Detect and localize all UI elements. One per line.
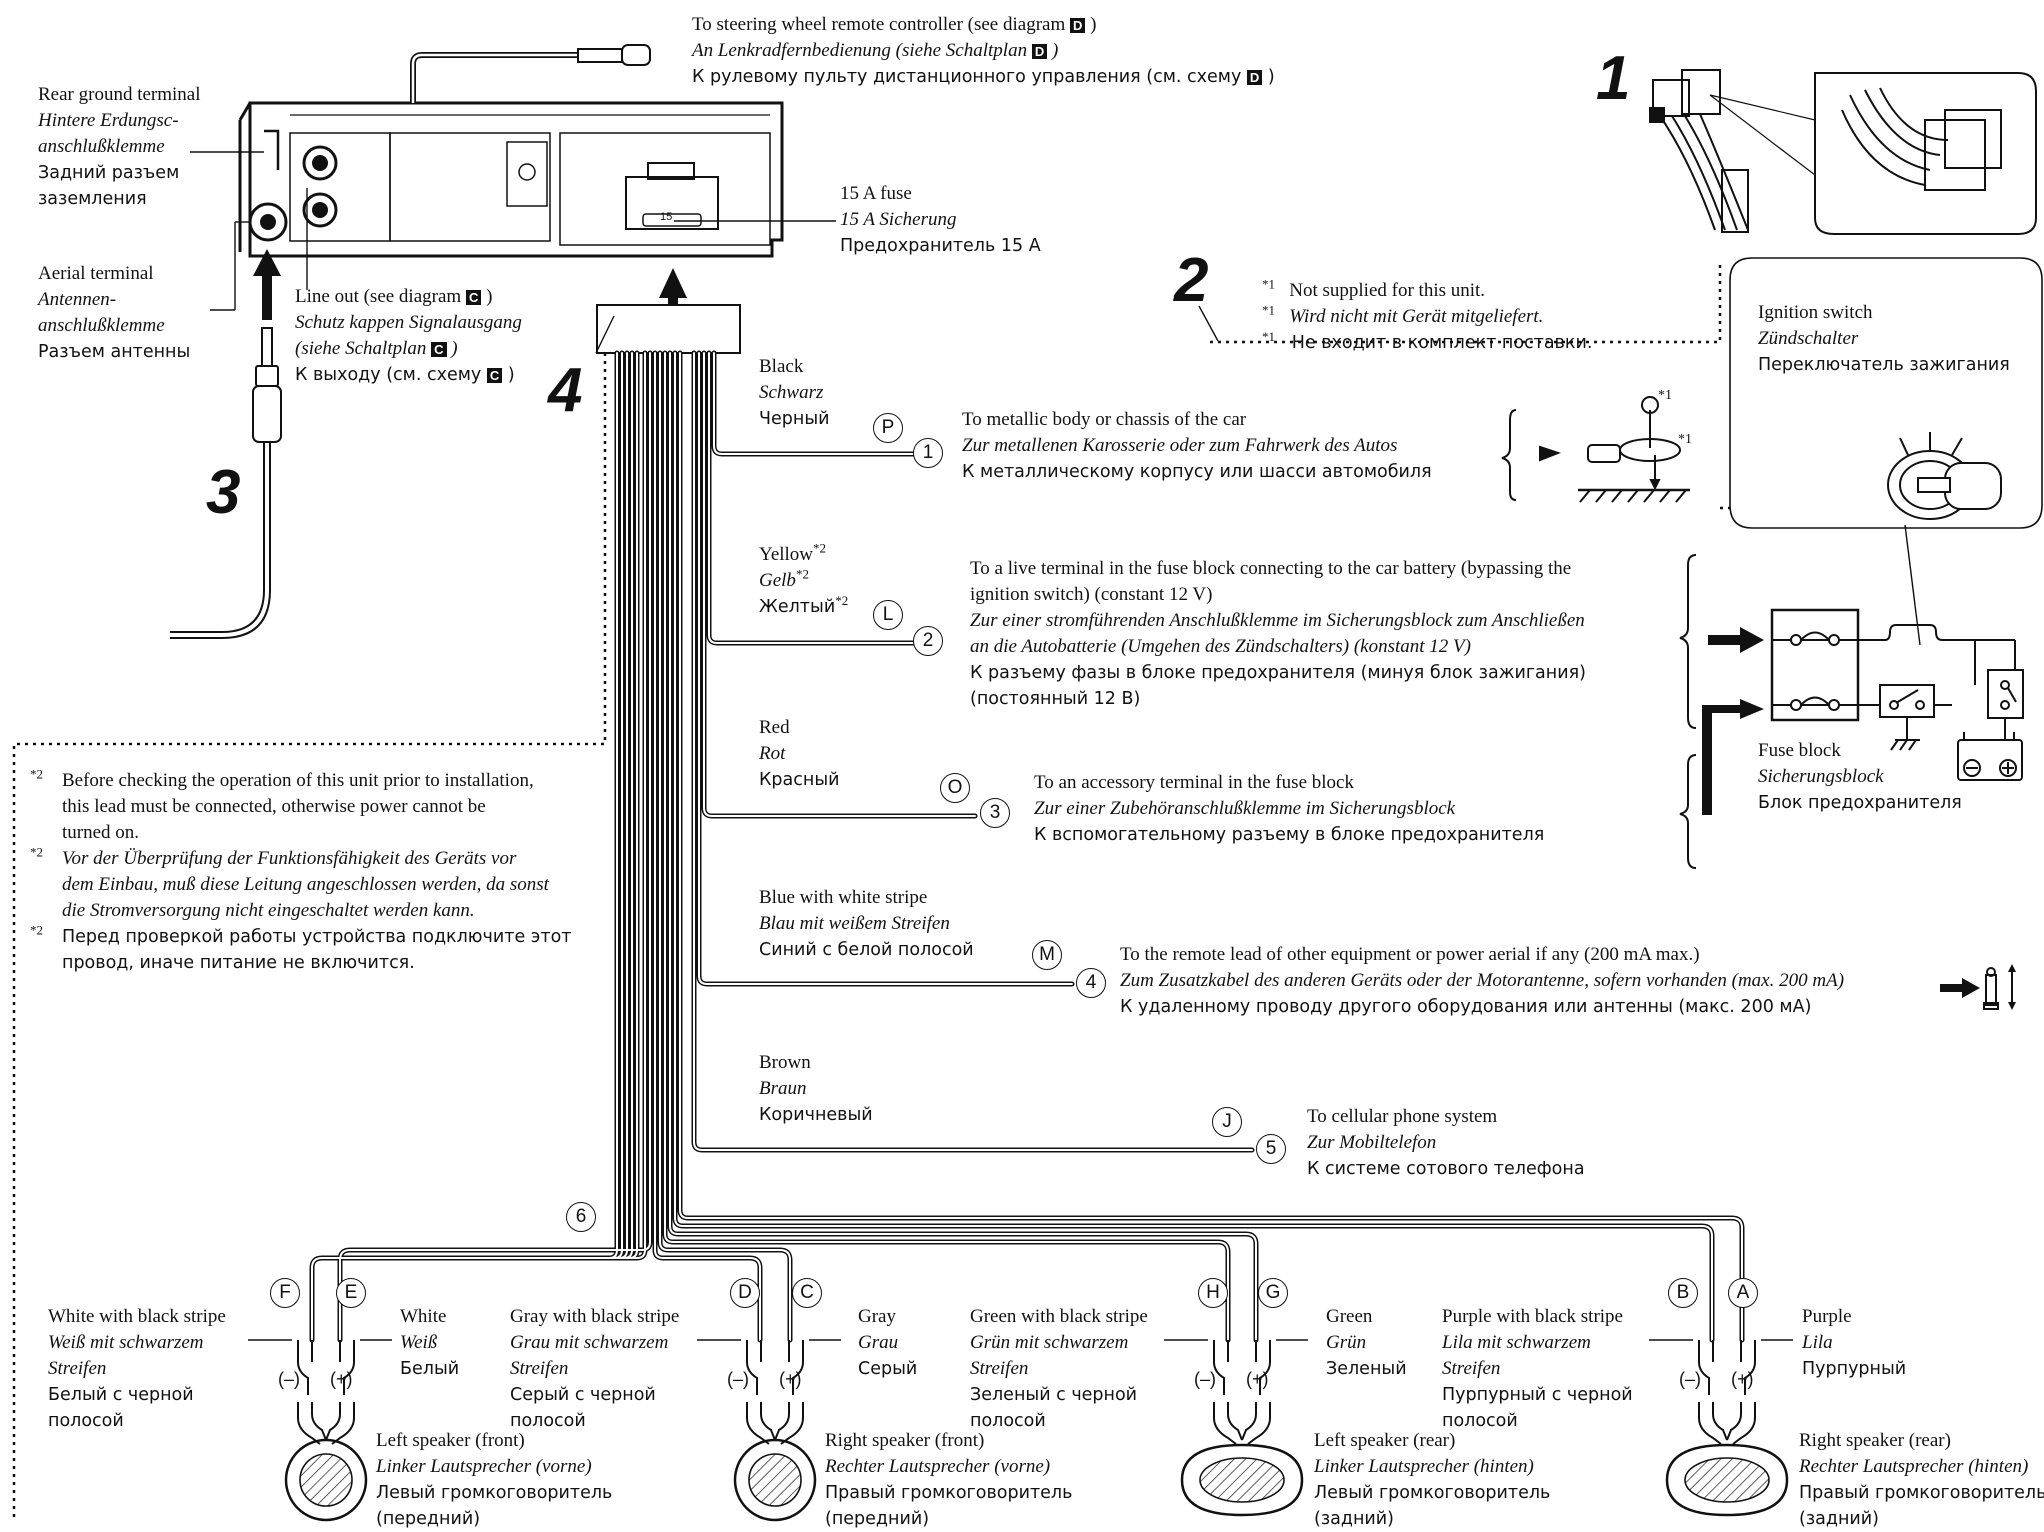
wire-brown-color-label: Brown Braun Коричневый <box>759 1052 873 1125</box>
steering-remote-label: To steering wheel remote controller (see… <box>692 14 1275 87</box>
body-not-supplied-mark: *1 <box>1678 432 1692 447</box>
speaker-2-plus: (+) <box>779 1369 802 1389</box>
speaker-2-minus: (–) <box>727 1369 749 1389</box>
rca-jacks <box>302 145 338 228</box>
diagram-d-ref: D <box>1070 18 1086 33</box>
ignition-key-illustration <box>1887 432 2002 520</box>
speaker-1-name: Left speaker (front)Linker Lautsprecher … <box>376 1430 613 1529</box>
speaker-4-neg-letter: B <box>1668 1278 1698 1308</box>
callout-number-3: 3 <box>206 458 241 527</box>
speaker-3-pos-letter: G <box>1258 1278 1288 1308</box>
speaker-1-minus: (–) <box>278 1369 300 1389</box>
speaker-2-drawing <box>697 1339 841 1522</box>
speaker-3-minus: (–) <box>1194 1369 1216 1389</box>
ground-symbol <box>1501 396 1690 503</box>
speaker-1-neg-letter: F <box>270 1278 300 1308</box>
speaker-4-name: Right speaker (rear)Rechter Lautsprecher… <box>1799 1430 2044 1529</box>
note-yellow-lead-en: *2 Before checking the operation of this… <box>30 766 534 843</box>
aerial-terminal-label: Aerial terminal Antennen- anschlußklemme… <box>38 263 191 362</box>
callout-number-2: 2 <box>1174 246 1209 315</box>
wire-blue-color-label: Blue with white stripe Blau mit weißem S… <box>759 887 974 960</box>
screw-not-supplied-mark: *1 <box>1658 388 1672 403</box>
wire-letter-m: M <box>1032 940 1062 970</box>
speaker-3-neg-letter: H <box>1198 1278 1228 1308</box>
note-yellow-lead-ru: *2 Перед проверкой работы устройства под… <box>30 922 572 973</box>
wire-letter-l: L <box>873 600 903 630</box>
wire-letter-p: P <box>873 413 903 443</box>
line-out-label: Line out (see diagram C ) Schutz kappen … <box>295 286 522 385</box>
speaker-3-drawing <box>1164 1339 1308 1517</box>
rear-ground-terminal-label: Rear ground terminal Hintere Erdungsc- a… <box>38 84 201 209</box>
speaker-bundle-number-6: 6 <box>566 1202 596 1232</box>
harness-illustration <box>1649 69 2037 235</box>
callout-number-4: 4 <box>548 356 583 425</box>
note-yellow-lead-de: *2 Vor der Überprüfung der Funktionsfähi… <box>30 844 549 921</box>
fuse-block-circuit <box>1679 554 2024 869</box>
wire-4-destination: To the remote lead of other equipment or… <box>1120 944 1845 1017</box>
speaker-4-pos-letter: A <box>1728 1278 1758 1308</box>
wire-number-4: 4 <box>1076 968 1106 998</box>
fuse-15a-label: 15 A fuse 15 A Sicherung Предохранитель … <box>840 183 1041 256</box>
speaker-4-drawing <box>1649 1339 1793 1517</box>
wire-number-1: 1 <box>913 438 943 468</box>
wire-yellow-color-label: Yellow*2 Gelb*2 Желтый*2 <box>759 540 849 617</box>
wire-black-color-label: Black Schwarz Черный <box>759 356 830 429</box>
speaker-4-plus: (+) <box>1731 1369 1754 1389</box>
callout-number-1: 1 <box>1596 44 1631 113</box>
speaker-3-name: Left speaker (rear)Linker Lautsprecher (… <box>1314 1430 1551 1529</box>
wire-number-5: 5 <box>1256 1134 1286 1164</box>
wire-letter-o: O <box>940 773 970 803</box>
speaker-1-pos-letter: E <box>336 1278 366 1308</box>
wire-5-destination: To cellular phone system Zur Mobiltelefo… <box>1307 1106 1585 1179</box>
head-unit <box>238 101 784 258</box>
notes-not-supplied: *1 Not supplied for this unit. *1 Wird n… <box>1262 276 1593 353</box>
wire-1-destination: To metallic body or chassis of the car Z… <box>962 409 1432 482</box>
wire-number-2: 2 <box>913 626 943 656</box>
wire-2-destination: To a live terminal in the fuse block con… <box>970 558 1586 709</box>
speaker-3-plus: (+) <box>1246 1369 1269 1389</box>
speaker-2-pos-letter: C <box>792 1278 822 1308</box>
ignition-switch-label: Ignition switch Zündschalter Переключате… <box>1758 302 2010 375</box>
speaker-4-minus: (–) <box>1679 1369 1701 1389</box>
wire-letter-j: J <box>1212 1107 1242 1137</box>
speaker-2-neg-letter: D <box>730 1278 760 1308</box>
speaker-2-name: Right speaker (front)Rechter Lautspreche… <box>825 1430 1073 1529</box>
wire-3-destination: To an accessory terminal in the fuse blo… <box>1034 772 1545 845</box>
head-unit-fuse-value: 15 <box>660 211 673 223</box>
wire-number-3: 3 <box>980 798 1010 828</box>
speaker-1-plus: (+) <box>330 1369 353 1389</box>
speaker-1-drawing <box>248 1339 392 1522</box>
fuse-block-label: Fuse block Sicherungsblock Блок предохра… <box>1758 740 1962 813</box>
wire-red-color-label: Red Rot Красный <box>759 717 840 790</box>
